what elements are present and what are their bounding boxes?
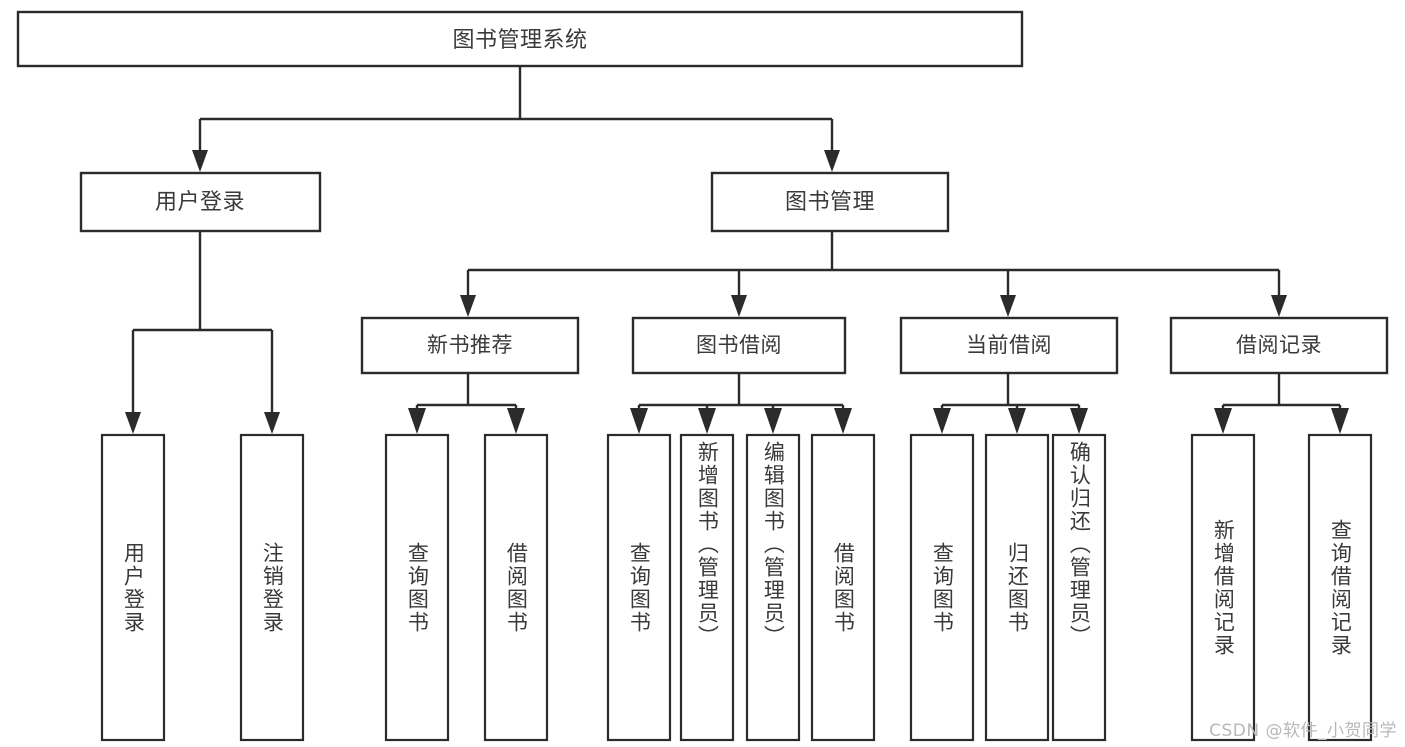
node-user-login-box[interactable] [79, 171, 322, 233]
node-leaf-borrow-book-1-box[interactable] [483, 433, 549, 742]
node-book-borrow-label: 图书借阅 [696, 333, 782, 357]
node-leaf-add-record-box[interactable] [1190, 433, 1256, 742]
arrow-head-user-login [192, 150, 208, 172]
node-root[interactable]: 图书管理系统 [16, 10, 1024, 68]
watermark: CSDN @软件_小贺同学 [1209, 721, 1397, 741]
arrow-head-leaf-borrow-book-1 [507, 408, 525, 434]
node-book-manage[interactable]: 图书管理 [710, 171, 950, 233]
node-leaf-user-login-box[interactable] [100, 433, 166, 742]
node-leaf-borrow-book-2-box[interactable] [810, 433, 876, 742]
node-root-box[interactable] [16, 10, 1024, 68]
node-book-manage-label: 图书管理 [785, 190, 875, 215]
node-leaf-query-book-3-box[interactable] [909, 433, 975, 742]
arrow-head-current-borrow [1000, 295, 1016, 317]
arrow-head-book-borrow [731, 295, 747, 317]
node-borrow-record-label: 借阅记录 [1236, 333, 1322, 357]
arrow-head-new-book-rec [460, 295, 476, 317]
arrow-head-leaf-query-book-1 [408, 408, 426, 434]
node-borrow-record-box[interactable] [1169, 316, 1389, 375]
node-book-borrow[interactable]: 图书借阅 [631, 316, 847, 375]
node-root-label: 图书管理系统 [452, 28, 587, 53]
node-leaf-query-book-2-box[interactable] [606, 433, 672, 742]
node-new-book-rec-label: 新书推荐 [427, 333, 513, 357]
arrow-head-leaf-user-login [125, 412, 141, 434]
node-current-borrow-box[interactable] [899, 316, 1119, 375]
arrow-head-leaf-confirm-return [1070, 408, 1088, 434]
node-leaf-confirm-return-box[interactable] [1051, 433, 1107, 742]
arrow-head-leaf-borrow-book-2 [834, 408, 852, 434]
node-leaf-add-book-box[interactable] [679, 433, 735, 742]
node-new-book-rec-box[interactable] [360, 316, 580, 375]
node-current-borrow-label: 当前借阅 [966, 333, 1052, 357]
node-borrow-record[interactable]: 借阅记录 [1169, 316, 1389, 375]
arrow-head-leaf-edit-book [764, 408, 782, 434]
arrow-head-borrow-record [1271, 295, 1287, 317]
arrow-head-leaf-query-book-2 [630, 408, 648, 434]
node-new-book-rec[interactable]: 新书推荐 [360, 316, 580, 375]
arrow-head-leaf-return-book [1008, 408, 1026, 434]
node-current-borrow[interactable]: 当前借阅 [899, 316, 1119, 375]
arrow-head-leaf-query-book-3 [933, 408, 951, 434]
arrow-head-leaf-logout [264, 412, 280, 434]
node-leaf-query-book-1-box[interactable] [384, 433, 450, 742]
node-book-borrow-box[interactable] [631, 316, 847, 375]
node-leaf-logout-box[interactable] [239, 433, 305, 742]
arrow-head-book-manage [824, 150, 840, 172]
connector-layer [125, 66, 1349, 434]
arrow-head-leaf-query-record [1331, 408, 1349, 434]
arrow-head-leaf-add-record [1214, 408, 1232, 434]
node-leaf-edit-book-box[interactable] [745, 433, 801, 742]
arrow-head-leaf-add-book [698, 408, 716, 434]
node-leaf-query-record-box[interactable] [1307, 433, 1373, 742]
node-leaf-return-book-box[interactable] [984, 433, 1050, 742]
node-user-login[interactable]: 用户登录 [79, 171, 322, 233]
node-layer: 图书管理系统 用户登录 图书管理 新书推荐 图书借阅 当前 [16, 10, 1389, 742]
node-user-login-label: 用户登录 [155, 190, 245, 215]
node-book-manage-box[interactable] [710, 171, 950, 233]
